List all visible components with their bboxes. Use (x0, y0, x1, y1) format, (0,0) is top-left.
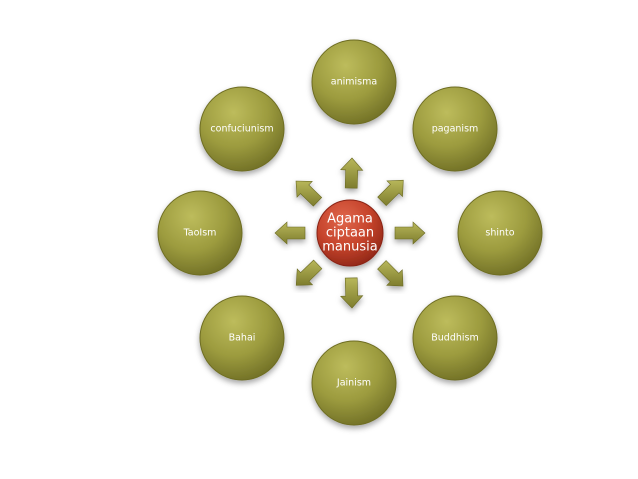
node-taoism-label: TaoIsm (183, 228, 217, 239)
node-confuciunism-circle (199, 86, 285, 172)
center-node-circle (316, 199, 384, 267)
center-node-label-line-1: Agama (327, 212, 373, 227)
center-node-label-line-2: ciptaan (326, 226, 374, 241)
node-bahai: Bahai (199, 295, 285, 381)
arrow-to-taoism (274, 221, 306, 245)
node-animisma-circle (311, 39, 397, 125)
arrow-to-jainism (340, 277, 364, 309)
node-paganism-label: paganism (432, 124, 479, 135)
arrow-to-confuciunism (295, 180, 323, 207)
node-animisma-label: animisma (331, 77, 377, 88)
node-jainism: Jainism (311, 340, 397, 426)
node-confuciunism: confuciunism (199, 86, 285, 172)
center-node-label-line-3: manusia (322, 240, 377, 255)
arrow-to-shinto (394, 221, 426, 245)
node-taoism-circle (157, 190, 243, 276)
node-shinto-label: shinto (485, 228, 514, 239)
node-paganism: paganism (412, 86, 498, 172)
node-buddhism-circle (412, 295, 498, 381)
node-bahai-circle (199, 295, 285, 381)
arrows-group (274, 157, 426, 309)
node-paganism-circle (412, 86, 498, 172)
node-taoism: TaoIsm (157, 190, 243, 276)
arrow-to-animisma (340, 157, 364, 189)
center-node: Agama ciptaan manusia (316, 199, 384, 267)
arrow-to-buddhism (377, 260, 404, 287)
arrow-to-paganism (377, 179, 404, 207)
node-shinto-circle (457, 190, 543, 276)
node-buddhism: Buddhism (412, 295, 498, 381)
node-shinto: shinto (457, 190, 543, 276)
arrow-to-bahai (295, 259, 323, 286)
node-bahai-label: Bahai (229, 333, 256, 344)
node-jainism-circle (311, 340, 397, 426)
node-buddhism-label: Buddhism (431, 333, 478, 344)
node-animisma: animisma (311, 39, 397, 125)
node-confuciunism-label: confuciunism (210, 124, 273, 135)
node-jainism-label: Jainism (336, 378, 371, 389)
